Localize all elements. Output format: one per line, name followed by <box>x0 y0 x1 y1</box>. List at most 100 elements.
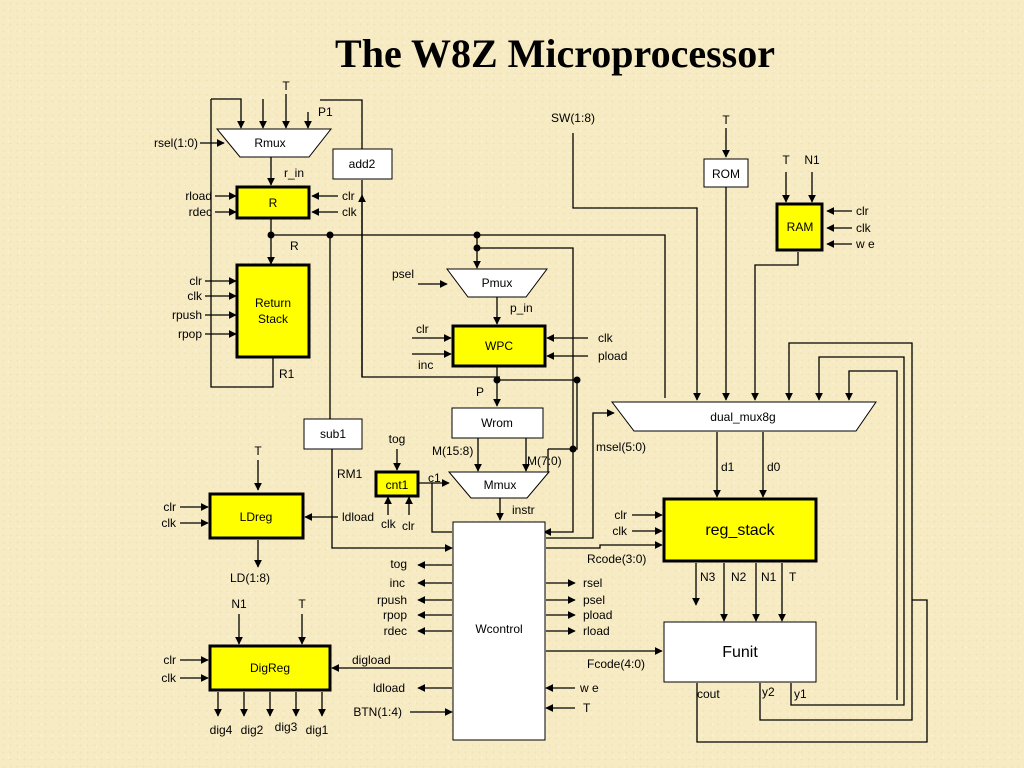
return-stack-label-2: Stack <box>258 312 289 326</box>
label-digload: digload <box>352 653 391 667</box>
pmux-label: Pmux <box>482 276 513 290</box>
label-d1: d1 <box>721 460 735 474</box>
label-rs2-clr: clr <box>614 508 627 522</box>
label-ld-clr: clr <box>163 500 176 514</box>
label-y1: y1 <box>794 687 807 701</box>
wrom-block: Wrom <box>451 407 544 439</box>
label-ram-we: w e <box>855 237 875 251</box>
label-rsel: rsel(1:0) <box>154 136 198 150</box>
label-pload: pload <box>598 349 627 363</box>
label-dig-clr: clr <box>163 653 176 667</box>
page-title: The W8Z Microprocessor <box>335 31 775 76</box>
label-rs-clr: clr <box>189 274 202 288</box>
return-stack-label-1: Return <box>255 296 291 310</box>
label-dig-clk: clk <box>161 671 177 685</box>
label-m70: M(7:0) <box>527 454 562 468</box>
label-dig4: dig4 <box>210 723 233 737</box>
label-r-out: R <box>290 239 299 253</box>
dual-mux8g-label: dual_mux8g <box>710 410 775 424</box>
label-t-ram: T <box>782 153 790 167</box>
label-t-fu: T <box>789 570 797 584</box>
label-rs2-clk: clk <box>612 524 628 538</box>
label-fcode: Fcode(4:0) <box>587 657 645 671</box>
label-cnt-clr: clr <box>402 519 415 533</box>
pmux-block: Pmux <box>446 268 548 298</box>
label-rpush: rpush <box>172 308 202 322</box>
label-dig2: dig2 <box>241 723 264 737</box>
wires <box>180 94 928 743</box>
label-t-ld: T <box>254 444 262 458</box>
reg-stack-block: reg_stack <box>662 497 818 563</box>
label-rpop: rpop <box>178 327 202 341</box>
label-n1-ram: N1 <box>804 153 820 167</box>
dual-mux8g-block: dual_mux8g <box>610 401 877 432</box>
sub1-label: sub1 <box>320 427 346 441</box>
label-wc-rpop: rpop <box>383 608 407 622</box>
label-n1: N1 <box>761 570 777 584</box>
label-wc-psel: psel <box>583 593 605 607</box>
mmux-label: Mmux <box>484 478 517 492</box>
wrom-label: Wrom <box>481 416 513 430</box>
label-rs-clk: clk <box>187 289 203 303</box>
funit-block: Funit <box>663 621 817 683</box>
label-t-top: T <box>282 79 290 93</box>
wcontrol-block: Wcontrol <box>452 521 546 741</box>
cnt1-label: cnt1 <box>386 478 409 492</box>
label-ram-clk: clk <box>856 221 872 235</box>
label-wc-t: T <box>583 701 591 715</box>
mmux-block: Mmux <box>447 471 551 499</box>
add2-block: add2 <box>332 148 393 180</box>
label-wc-rpush: rpush <box>377 593 407 607</box>
label-wc-rsel: rsel <box>583 576 602 590</box>
ldreg-register: LDreg <box>208 492 305 540</box>
label-msel: msel(5:0) <box>596 440 646 454</box>
ram-label: RAM <box>787 220 814 234</box>
signal-labels: T P1 rsel(1:0) r_in rload rdec clr clk R… <box>154 79 875 737</box>
label-ld-clk: clk <box>161 516 177 530</box>
label-wpc-clk: clk <box>598 331 614 345</box>
sub1-block: sub1 <box>303 418 363 450</box>
label-r-in: r_in <box>284 166 304 180</box>
label-wc-pload: pload <box>583 608 612 622</box>
label-y2: y2 <box>762 685 775 699</box>
label-n1-dig: N1 <box>231 597 247 611</box>
reg-stack-label: reg_stack <box>705 522 775 539</box>
label-rload: rload <box>185 189 212 203</box>
label-r-clr: clr <box>342 189 355 203</box>
label-n2: N2 <box>731 570 747 584</box>
label-psel: psel <box>392 267 414 281</box>
add2-label: add2 <box>349 157 376 171</box>
wpc-register: WPC <box>451 324 547 368</box>
label-t-dig: T <box>298 597 306 611</box>
funit-label: Funit <box>722 644 758 661</box>
junction-dots <box>267 231 581 453</box>
r-label: R <box>269 196 278 210</box>
label-t-rom: T <box>722 113 730 127</box>
label-dig1: dig1 <box>306 723 329 737</box>
label-wpc-inc: inc <box>418 358 433 372</box>
wpc-label: WPC <box>485 339 513 353</box>
wcontrol-label: Wcontrol <box>475 622 522 636</box>
label-d0: d0 <box>767 460 781 474</box>
label-wc-ldload: ldload <box>373 681 405 695</box>
label-rcode: Rcode(3:0) <box>587 552 646 566</box>
label-ram-clr: clr <box>856 204 869 218</box>
r-register: R <box>235 185 311 220</box>
label-r1: R1 <box>279 367 295 381</box>
label-dig3: dig3 <box>275 720 298 734</box>
label-wc-we: w e <box>579 681 599 695</box>
digreg-label: DigReg <box>250 661 290 675</box>
rmux-label: Rmux <box>254 136 285 150</box>
cnt1-register: cnt1 <box>374 470 420 498</box>
label-p-in: p_in <box>510 301 533 315</box>
label-wpc-clr: clr <box>416 322 429 336</box>
rmux-block: Rmux <box>215 128 333 158</box>
ram-register: RAM <box>775 202 824 252</box>
label-p: P <box>476 385 484 399</box>
label-r-clk: clk <box>342 205 358 219</box>
label-sw: SW(1:8) <box>551 111 595 125</box>
label-wc-rdec: rdec <box>384 624 407 638</box>
rom-label: ROM <box>712 167 740 181</box>
